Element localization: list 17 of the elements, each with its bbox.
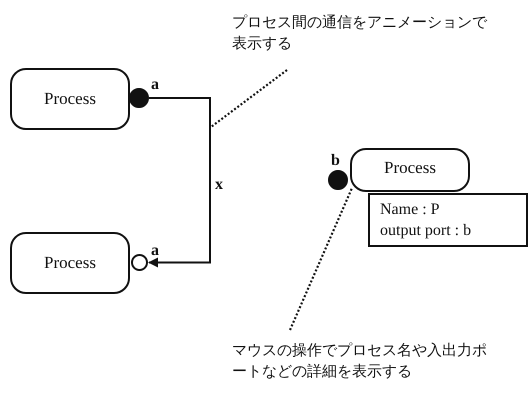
process-box: Process	[10, 68, 130, 130]
callout-text: プロセス間の通信をアニメーションで表示する	[232, 12, 492, 54]
details-tooltip	[368, 193, 528, 247]
arrow	[148, 97, 211, 268]
output-port	[129, 88, 149, 108]
leader-line	[289, 188, 353, 330]
port-label: a	[151, 76, 159, 94]
leader-line	[210, 69, 288, 128]
tooltip-text: output port : b	[380, 221, 472, 241]
callout-text: マウスの操作でプロセス名や入出力ポートなどの詳細を表示する	[232, 340, 492, 382]
port-label: a	[151, 242, 159, 260]
process-box: Process	[10, 232, 130, 294]
tooltip-text: Name : P	[380, 200, 441, 220]
output-port	[328, 170, 348, 190]
port-label: b	[331, 152, 340, 170]
process-box: Process	[350, 148, 470, 192]
input-port	[131, 254, 148, 271]
